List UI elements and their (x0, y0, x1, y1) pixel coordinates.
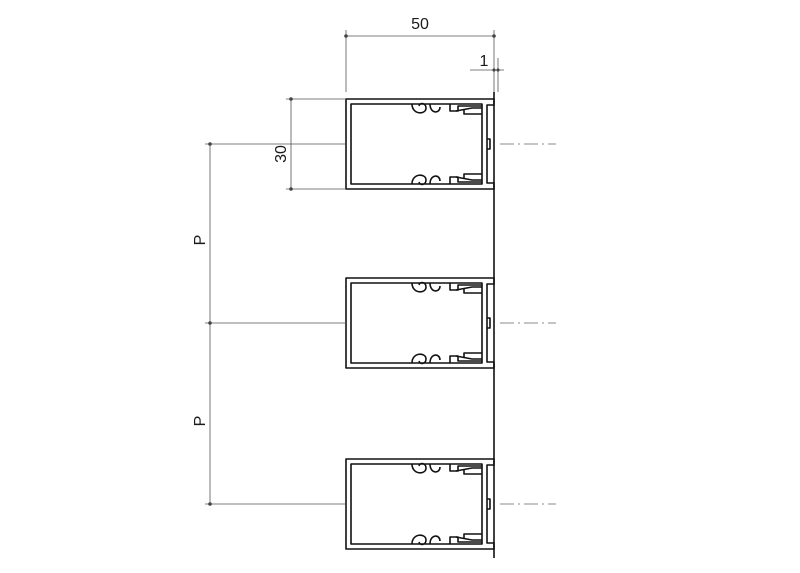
pitch-label-1: P (192, 235, 209, 246)
width-dimension: 50 (344, 16, 496, 92)
height-label: 30 (273, 145, 290, 163)
pitch-label-2: P (192, 416, 209, 427)
offset-label: 1 (480, 53, 489, 70)
louvre-profile-1 (345, 98, 495, 190)
pitch-dimension: P P (192, 142, 346, 506)
width-label: 50 (411, 16, 429, 33)
height-dimension: 30 (273, 97, 346, 191)
louvre-profile-3 (345, 458, 495, 550)
offset-dimension: 1 (470, 53, 504, 92)
louvre-profile-2 (345, 277, 495, 369)
